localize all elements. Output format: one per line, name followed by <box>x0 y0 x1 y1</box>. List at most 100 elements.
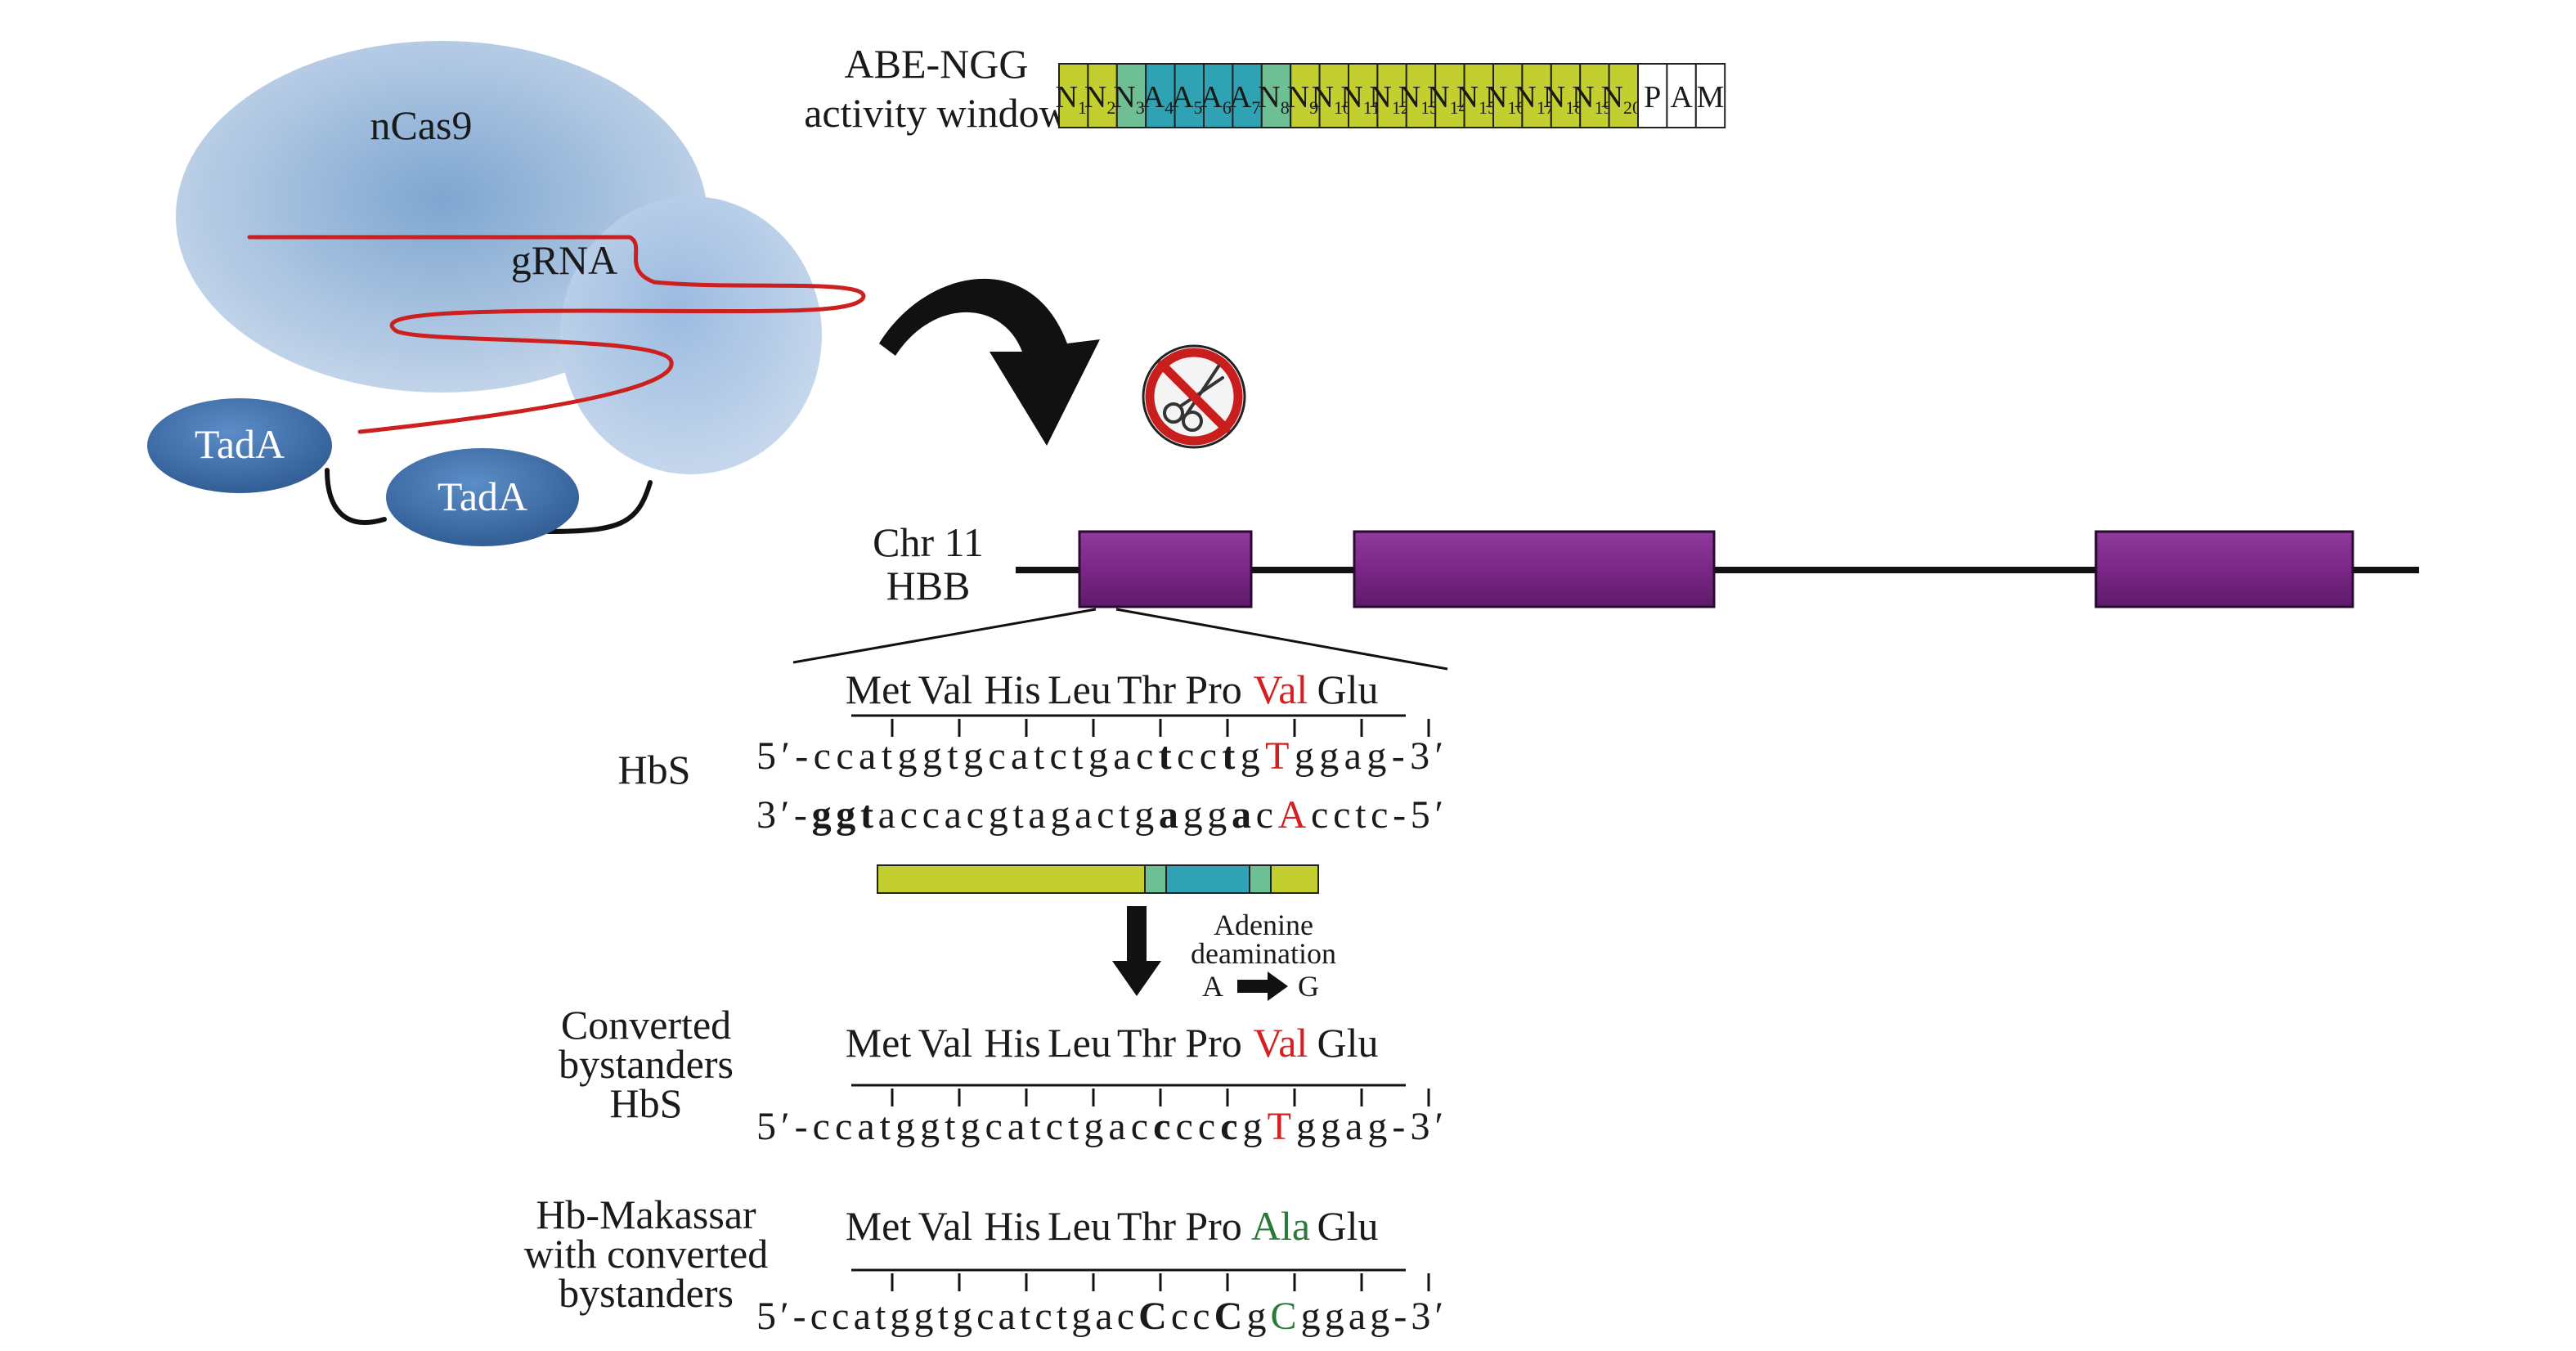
codon-label: His <box>984 1203 1040 1249</box>
strand-segment: 5′- <box>756 734 808 778</box>
activity-cell-index: 13 <box>1420 97 1438 118</box>
strand-segment: C <box>1214 1295 1243 1338</box>
activity-cell: N1 <box>1055 63 1089 128</box>
activity-cell-index: 3 <box>1136 97 1145 118</box>
codon-label: Val <box>1254 667 1308 712</box>
activity-cell-index: 7 <box>1251 97 1260 118</box>
activity-cell: N2 <box>1084 63 1118 128</box>
activity-cell-base: N <box>1084 80 1106 114</box>
activity-cell: A7 <box>1229 63 1263 128</box>
codon-label: Leu <box>1048 667 1111 712</box>
zoom-line-left <box>792 608 1097 664</box>
svg-text:N1: N1 <box>1055 80 1086 118</box>
svg-text:N15: N15 <box>1456 80 1497 118</box>
makassar-label-line1: Hb-Makassar <box>536 1192 756 1237</box>
activity-cell-index: 14 <box>1450 97 1468 118</box>
activity-cell-base: A <box>1171 80 1194 114</box>
makassar-label-line2: with converted <box>524 1231 769 1277</box>
tada-left-label: TadA <box>195 421 285 467</box>
deamination-from: A <box>1202 970 1223 1003</box>
codon-label: Met <box>846 1203 912 1249</box>
svg-text:A: A <box>1670 80 1693 114</box>
activity-cell: M <box>1694 63 1726 128</box>
activity-cell: N3 <box>1113 63 1147 128</box>
protein-complex: nCas9 gRNA TadA TadA <box>147 41 866 546</box>
activity-cell-base: N <box>1427 80 1449 114</box>
activity-cell-base: N <box>1572 80 1594 114</box>
activity-cell: N10 <box>1312 63 1352 128</box>
codon-label: Glu <box>1317 667 1379 712</box>
strand-segment: -3′ <box>1392 1105 1443 1148</box>
codon-label: Val <box>1254 1020 1308 1066</box>
hbs-label: HbS <box>618 747 691 792</box>
svg-text:N3: N3 <box>1113 80 1144 118</box>
exon-3 <box>2094 530 2354 608</box>
svg-text:N20: N20 <box>1601 80 1641 118</box>
activity-cell: N17 <box>1514 63 1555 128</box>
activity-cell: N20 <box>1601 63 1641 128</box>
activity-cell: A5 <box>1171 63 1205 128</box>
converted-label-line1: Converted <box>561 1002 731 1048</box>
strand-segment: a <box>1232 793 1251 837</box>
strand-segment: 5′- <box>756 1105 808 1148</box>
tada-right-label: TadA <box>438 474 527 519</box>
strand-segment: 5′- <box>756 1295 806 1338</box>
activity-cell: N19 <box>1572 63 1613 128</box>
activity-window-cells: N1N2N3A4A5A6A7N8N9N10N11N12N13N14N15N16N… <box>1055 63 1726 128</box>
strand-segment: ggag <box>1301 1295 1390 1338</box>
strand-segment: g <box>1246 1295 1266 1338</box>
strand-segment: cctc <box>1311 793 1388 837</box>
strand-segment: ggt <box>812 793 873 837</box>
hbs-codon-ruler <box>851 714 1430 737</box>
activity-cell: N13 <box>1398 63 1438 128</box>
down-arrow-icon <box>1112 906 1161 996</box>
activity-cell-base: N <box>1340 80 1362 114</box>
activity-cell-index: 8 <box>1281 97 1290 118</box>
svg-text:M: M <box>1697 80 1725 114</box>
codon-label: His <box>984 1020 1040 1066</box>
svg-text:N18: N18 <box>1543 80 1583 118</box>
linker-right <box>545 480 653 534</box>
strand-segment: c <box>1220 1105 1237 1148</box>
linker-left <box>325 468 387 525</box>
strand-segment: C <box>1138 1295 1167 1338</box>
activity-cell-index: 15 <box>1479 97 1497 118</box>
strand-segment: cc <box>1171 1295 1210 1338</box>
makassar-block: Hb-Makassar with converted bystanders Me… <box>524 1192 1443 1338</box>
activity-cell-base: N <box>1287 80 1309 114</box>
codon-label: Thr <box>1117 667 1177 712</box>
activity-cell-base: N <box>1258 80 1280 114</box>
activity-cell: N12 <box>1369 63 1410 128</box>
activity-cell-base: N <box>1055 80 1077 114</box>
strand-segment: ccatggtgcatctgac <box>814 734 1154 778</box>
grna-label: gRNA <box>511 237 618 283</box>
strand-segment: T <box>1265 734 1289 778</box>
codon-label: Glu <box>1317 1203 1379 1249</box>
activity-cell-base: N <box>1113 80 1135 114</box>
strand-segment: ggag <box>1296 1105 1387 1148</box>
deamination-to: G <box>1298 970 1319 1003</box>
activity-cell: A4 <box>1142 63 1176 128</box>
activity-cell-base: P <box>1644 80 1661 114</box>
activity-cell-base: N <box>1398 80 1420 114</box>
activity-cell-index: 10 <box>1334 97 1352 118</box>
activity-cell-index: 16 <box>1507 97 1525 118</box>
ncas9-lobe <box>560 196 822 474</box>
strand-segment: ccatggtgcatctgac <box>810 1295 1134 1338</box>
strand-segment: ccatggtgcatctgac <box>813 1105 1148 1148</box>
codon-label: Pro <box>1185 1020 1241 1066</box>
activity-cell-base: A <box>1200 80 1223 114</box>
strand-segment: ggag <box>1295 734 1386 778</box>
activity-cell-index: 11 <box>1363 97 1380 118</box>
strand-segment: -5′ <box>1393 793 1443 837</box>
strand-segment: 3′- <box>756 793 807 837</box>
activity-window: ABE-NGG activity window N1N2N3A4A5A6A7N8… <box>804 41 1726 136</box>
